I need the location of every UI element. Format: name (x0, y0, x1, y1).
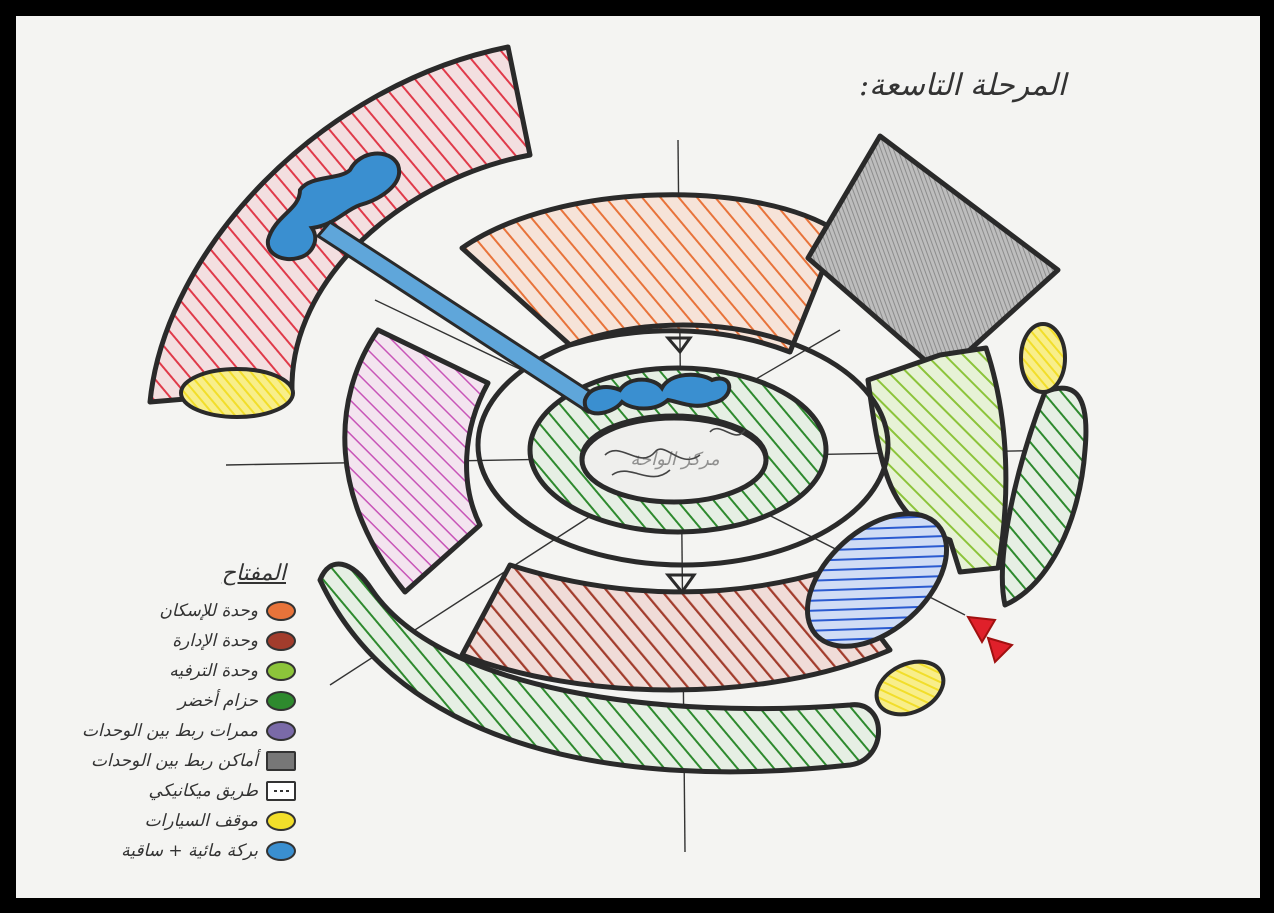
main-entrance-arrows (968, 617, 1012, 662)
center-label: مركز الواحة (630, 449, 720, 470)
parking-lot-2 (1021, 324, 1065, 392)
legend-swatch (266, 781, 296, 801)
page-title: المرحلة التاسعة: (776, 68, 1066, 103)
parking-lot-3 (868, 651, 952, 724)
pink-zone-arc (345, 330, 488, 592)
legend-item-label: موقف السيارات (145, 811, 258, 831)
connection-spaces-zone (808, 136, 1058, 375)
legend-item: موقف السيارات (36, 806, 296, 836)
legend: وحدة للإسكان وحدة الإدارة وحدة الترفيه حزام… (36, 596, 296, 866)
legend-item-label: حزام أخضر (178, 691, 258, 711)
legend-item: بركة مائية + ساقية (36, 836, 296, 866)
outer-green-belt-right (1002, 388, 1086, 605)
legend-swatch (266, 661, 296, 681)
legend-item: طريق ميكانيكي (36, 776, 296, 806)
legend-swatch (266, 721, 296, 741)
legend-item: وحدة الترفيه (36, 656, 296, 686)
red-zone-arc (150, 47, 530, 402)
legend-swatch (266, 691, 296, 711)
legend-item-label: بركة مائية + ساقية (121, 841, 258, 861)
parking-lot-1 (181, 369, 293, 417)
legend-item-label: أماكن ربط بين الوحدات (91, 751, 258, 771)
legend-item-label: طريق ميكانيكي (149, 781, 258, 801)
legend-item: ممرات ربط بين الوحدات (36, 716, 296, 746)
legend-item: حزام أخضر (36, 686, 296, 716)
legend-swatch (266, 631, 296, 651)
legend-swatch (266, 841, 296, 861)
legend-item: وحدة الإدارة (36, 626, 296, 656)
legend-swatch (266, 811, 296, 831)
legend-item-label: وحدة الإدارة (172, 631, 258, 651)
legend-swatch (266, 601, 296, 621)
legend-title: المفتاح (186, 561, 286, 586)
legend-item: أماكن ربط بين الوحدات (36, 746, 296, 776)
legend-item-label: وحدة الترفيه (169, 661, 258, 681)
entrance-arrow-north (668, 338, 690, 352)
legend-item-label: ممرات ربط بين الوحدات (82, 721, 258, 741)
paper-sheet: مركز الواحة المرحلة التاسعة: المفتاح وحد… (16, 16, 1260, 898)
legend-item-label: وحدة للإسكان (159, 601, 258, 621)
legend-item: وحدة للإسكان (36, 596, 296, 626)
legend-swatch (266, 751, 296, 771)
